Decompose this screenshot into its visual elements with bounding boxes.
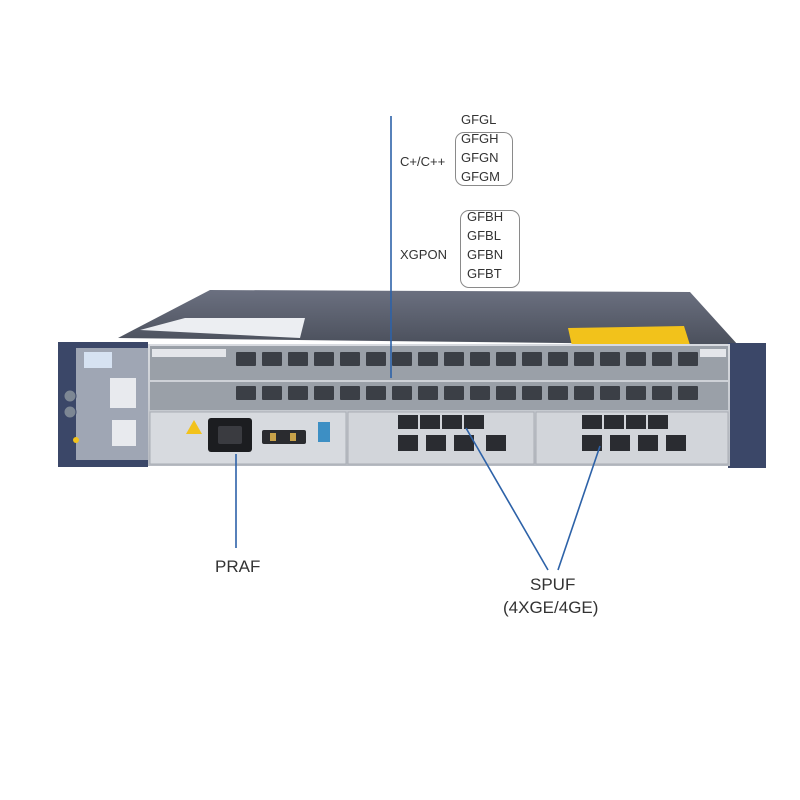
spuf-1-xge-ports [398, 435, 506, 451]
xgpon-board-gfbl: GFBL [467, 228, 501, 243]
spuf-label: SPUF [530, 575, 576, 594]
right-mount-ear [728, 343, 766, 468]
power-switch [318, 422, 330, 442]
cpp-board-gfgn: GFGN [461, 150, 499, 165]
spuf-1-ethernet-ports [398, 415, 484, 429]
praf-label: PRAF [215, 557, 261, 576]
power-warning-icon [186, 420, 202, 434]
spuf-2-xge-ports [582, 435, 686, 451]
xgpon-board-gfbt: GFBT [467, 266, 502, 281]
xgpon-group-brace [460, 210, 520, 288]
xgpon-group-label: XGPON [400, 247, 447, 262]
cpp-group-brace [455, 132, 513, 186]
grounding-screw-top [63, 389, 77, 403]
spuf-2-ethernet-ports [582, 415, 668, 429]
slot-1-ejector-right [700, 349, 726, 357]
pon-ports-row-2 [236, 386, 698, 400]
dc-power-terminal [262, 430, 306, 444]
cpp-board-gfgl: GFGL [461, 112, 497, 127]
slot-1-ejector-left [152, 349, 226, 357]
spuf-ports-label: (4XGE/4GE) [503, 598, 599, 617]
cpp-group-label: C+/C++ [400, 154, 446, 169]
pon-ports-row-1 [236, 352, 698, 366]
cpp-board-gfgh: GFGH [461, 131, 499, 146]
leader-line-spuf-2 [557, 445, 601, 571]
leader-line-spuf-1 [465, 427, 549, 571]
cpp-board-gfgm: GFGM [461, 169, 500, 184]
xgpon-board-gfbh: GFBH [467, 209, 504, 224]
chassis-sticker [140, 318, 305, 338]
xgpon-board-gfbn: GFBN [467, 247, 504, 262]
grounding-screw-bottom [63, 405, 77, 419]
warning-label [568, 326, 690, 346]
